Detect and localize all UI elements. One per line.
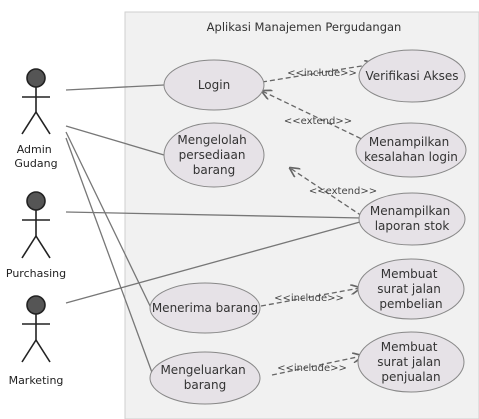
actor-marketing — [21, 295, 51, 363]
usecase-mengeluarkan-barang — [149, 351, 261, 405]
usecase-verifikasi-akses — [358, 49, 466, 103]
extend-laporan-mengelolah — [290, 168, 363, 217]
actor-admin-gudang-label: Admin Gudang — [14, 143, 57, 170]
usecase-login — [163, 59, 265, 111]
dependencies — [260, 64, 374, 376]
system-title: Aplikasi Manajemen Pergudangan — [207, 20, 402, 34]
actor-marketing-label: Marketing — [9, 374, 64, 387]
usecase-laporan-stok-label: Menampilkan laporan stok — [370, 204, 454, 233]
use-case-labels: Login Verifikasi Akses Mengelolah persed… — [152, 69, 459, 392]
label-extend-2: <<extend>> — [309, 186, 377, 197]
actor-purchasing-label: Purchasing — [6, 267, 66, 280]
usecase-surat-jalan-penjualan — [357, 331, 465, 393]
actor-head-icon — [26, 68, 46, 88]
actor-head-icon — [26, 191, 46, 211]
label-include-2: <<include>> — [274, 293, 344, 304]
assoc-admin-menerima — [65, 131, 153, 311]
label-include-1: <<include>> — [287, 68, 357, 79]
usecase-laporan-stok — [358, 192, 466, 246]
actor-purchasing — [21, 191, 51, 259]
usecase-login-label: Login — [198, 78, 230, 92]
include-login-verifikasi — [261, 64, 374, 83]
include-mengeluarkan-penjualan — [271, 356, 362, 376]
include-menerima-pembelian — [260, 288, 360, 307]
usecase-kesalahan-login — [355, 122, 467, 178]
use-case-shapes — [149, 49, 467, 405]
usecase-kesalahan-login-label: Menampilkan kesalahan login — [364, 135, 458, 164]
usecase-mengelolah-persediaan — [163, 122, 265, 188]
assoc-purchasing-laporan — [65, 211, 363, 219]
assoc-admin-mengeluarkan — [65, 137, 155, 379]
assoc-admin-mengelolah — [65, 125, 165, 156]
extend-kesalahan-login — [262, 91, 369, 143]
label-include-3: <<include>> — [277, 363, 347, 374]
usecase-verifikasi-akses-label: Verifikasi Akses — [365, 69, 458, 83]
assoc-marketing-laporan — [65, 221, 361, 304]
usecase-mengeluarkan-barang-label: Mengeluarkan barang — [160, 363, 249, 392]
actor-head-icon — [26, 295, 46, 315]
actor-admin-gudang — [21, 68, 51, 135]
usecase-surat-jalan-pembelian-label: Membuat surat jalan pembelian — [377, 267, 444, 311]
label-extend-1: <<extend>> — [284, 116, 352, 127]
usecase-surat-jalan-penjualan-label: Membuat surat jalan penjualan — [377, 340, 444, 384]
usecase-mengelolah-label: Mengelolah persediaan barang — [177, 133, 250, 177]
assoc-admin-login — [65, 84, 165, 91]
usecase-menerima-barang-label: Menerima barang — [152, 301, 258, 315]
associations — [65, 84, 363, 379]
usecase-surat-jalan-pembelian — [357, 258, 465, 320]
usecase-menerima-barang — [149, 282, 261, 334]
